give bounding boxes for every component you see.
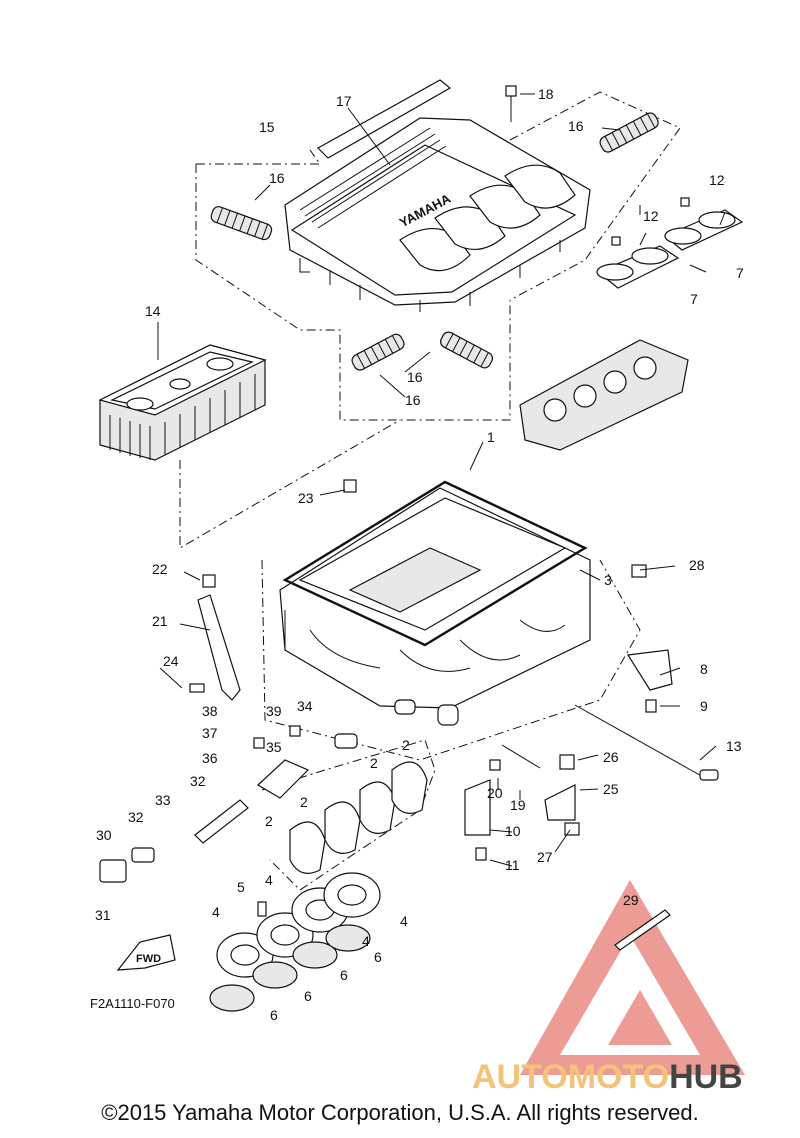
air-filter (98, 344, 267, 461)
callout-6b: 6 (340, 967, 348, 983)
callout-10: 10 (505, 823, 521, 839)
air-cover-group: YAMAHA (195, 91, 681, 421)
callout-31: 31 (95, 907, 111, 923)
fwd-label: FWD (136, 953, 161, 965)
copyright-notice: ©2015 Yamaha Motor Corporation, U.S.A. A… (101, 1100, 699, 1125)
callout-17: 17 (336, 93, 352, 109)
callout-34: 34 (297, 698, 313, 714)
cover-bolt (505, 85, 517, 122)
watermark-logo (520, 880, 745, 1075)
callout-2b: 2 (370, 755, 378, 771)
watermark-text: AUTOMOTOHUB (472, 1058, 743, 1096)
callout-28: 28 (689, 557, 705, 573)
callout-24: 24 (163, 653, 179, 669)
callout-9: 9 (700, 698, 708, 714)
watermark-text-part1: AUTOMOTO (472, 1058, 669, 1096)
callout-12b: 12 (643, 208, 659, 224)
callout-6d: 6 (270, 1007, 278, 1023)
callout-13: 13 (726, 738, 742, 754)
callout-21: 21 (152, 613, 168, 629)
right-parts-group (343, 479, 719, 951)
callout-23: 23 (298, 490, 314, 506)
callout-16d: 16 (405, 392, 421, 408)
callout-4c: 4 (400, 913, 408, 929)
callout-4a: 4 (265, 872, 273, 888)
callout-labels: 1 2 2 2 2 3 4 4 4 4 5 6 6 6 6 7 7 8 9 10… (95, 86, 744, 1023)
callout-6a: 6 (374, 949, 382, 965)
callout-6c: 6 (304, 988, 312, 1004)
callout-35: 35 (266, 739, 282, 755)
callout-27: 27 (537, 849, 553, 865)
callout-1: 1 (487, 429, 495, 445)
callout-14: 14 (145, 303, 161, 319)
callout-8: 8 (700, 661, 708, 677)
callout-38: 38 (202, 703, 218, 719)
callout-32b: 32 (128, 809, 144, 825)
callout-2a: 2 (402, 737, 410, 753)
callout-2d: 2 (265, 813, 273, 829)
cover-emblem (317, 79, 452, 159)
callout-7b: 7 (690, 291, 698, 307)
leader-lines (157, 93, 726, 867)
cover-springs (210, 112, 659, 371)
callout-12a: 12 (709, 172, 725, 188)
drawing-code: F2A1110-F070 (90, 996, 175, 1011)
velocity-stacks (596, 197, 744, 289)
callout-33: 33 (155, 792, 171, 808)
throttle-body (519, 339, 689, 451)
watermark-text-part2: HUB (669, 1058, 743, 1096)
callout-7a: 7 (736, 265, 744, 281)
callout-39: 39 (266, 703, 282, 719)
forward-arrow-icon: FWD (116, 934, 176, 971)
cover-intake-windows (399, 164, 576, 272)
callout-25: 25 (603, 781, 619, 797)
callout-19: 19 (510, 797, 526, 813)
callout-4d: 4 (362, 933, 370, 949)
intake-boots (209, 872, 381, 1012)
callout-29: 29 (623, 892, 639, 908)
callout-15: 15 (259, 119, 275, 135)
callout-3: 3 (604, 572, 612, 588)
callout-32a: 32 (190, 773, 206, 789)
callout-37: 37 (202, 725, 218, 741)
callout-26: 26 (603, 749, 619, 765)
callout-18: 18 (538, 86, 554, 102)
callout-11: 11 (505, 857, 520, 873)
callout-5: 5 (237, 879, 245, 895)
callout-16a: 16 (269, 170, 285, 186)
callout-4b: 4 (212, 904, 220, 920)
callout-22: 22 (152, 561, 168, 577)
callout-2c: 2 (300, 794, 308, 810)
air-box-case (261, 480, 641, 761)
callout-36: 36 (202, 750, 218, 766)
callout-16b: 16 (568, 118, 584, 134)
funnels (261, 739, 436, 891)
callout-30: 30 (96, 827, 112, 843)
callout-20: 20 (487, 785, 503, 801)
callout-16c: 16 (407, 369, 423, 385)
left-bracket-group (99, 574, 358, 883)
